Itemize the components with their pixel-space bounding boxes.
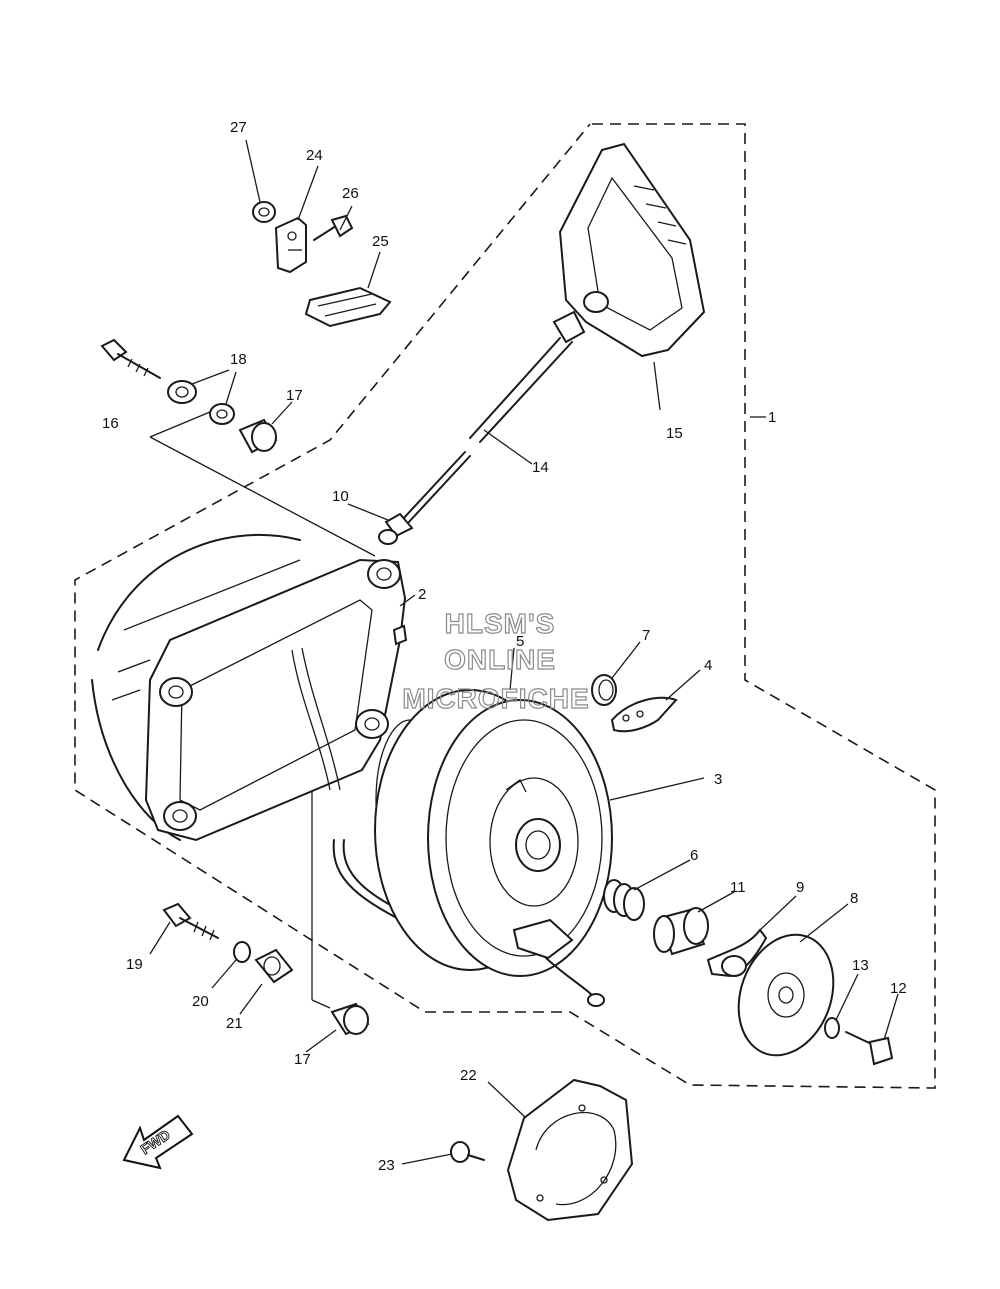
bolt-26 <box>313 214 354 241</box>
assembly-boundary <box>74 123 936 1089</box>
bracket-24 <box>274 216 307 274</box>
nut-27 <box>252 201 276 223</box>
callout-11: 11 <box>730 879 746 896</box>
bracket-22 <box>506 1078 634 1222</box>
callout-2: 2 <box>418 586 426 603</box>
callout-20: 20 <box>192 993 209 1010</box>
callout-13: 13 <box>852 957 869 974</box>
bolt-16 <box>100 338 161 379</box>
watermark: HLSM'S ONLINE MICROFICHE <box>402 607 590 714</box>
bolt-12 <box>845 1031 894 1066</box>
callout-3: 3 <box>714 771 722 788</box>
spring-6 <box>603 879 645 921</box>
callout-9: 9 <box>796 879 804 896</box>
callout-19: 19 <box>126 956 143 973</box>
washer-13 <box>824 1017 840 1039</box>
callout-24: 24 <box>306 147 323 164</box>
watermark-line-1: HLSM'S <box>445 608 556 639</box>
bolt-19 <box>162 902 219 941</box>
callout-6: 6 <box>690 847 698 864</box>
nut-21 <box>254 948 294 984</box>
callout-14: 14 <box>532 459 549 476</box>
callout-21: 21 <box>226 1015 243 1032</box>
callout-18: 18 <box>230 351 247 368</box>
starter-case-2 <box>91 533 408 842</box>
callout-15: 15 <box>666 425 683 442</box>
grommets-18 <box>167 369 237 425</box>
callout-8: 8 <box>850 890 858 907</box>
callout-5: 5 <box>516 633 524 650</box>
sheave-drum-3 <box>374 689 613 1007</box>
collar-17-upper <box>238 418 278 454</box>
collar-17-lower <box>330 1002 370 1036</box>
clip-25 <box>304 286 392 328</box>
callout-17-lower: 17 <box>294 1051 311 1068</box>
callout-labels: 1 2 3 4 5 6 7 8 9 10 11 12 13 14 15 16 1… <box>102 119 907 1174</box>
callout-22: 22 <box>460 1067 477 1084</box>
callout-7: 7 <box>642 627 650 644</box>
washer-20 <box>233 941 251 963</box>
starter-handle-15 <box>552 142 706 358</box>
callout-4: 4 <box>704 657 712 674</box>
watermark-line-2: ONLINE <box>444 644 556 675</box>
callout-16: 16 <box>102 415 119 432</box>
callout-17-upper: 17 <box>286 387 303 404</box>
callout-23: 23 <box>378 1157 395 1174</box>
rope-guide-10 <box>378 512 414 545</box>
pawl-spring-7 <box>591 674 617 706</box>
screw-23 <box>450 1141 485 1163</box>
starter-rope-14 <box>401 337 573 524</box>
pawl-4 <box>610 696 678 733</box>
leader-lines <box>149 139 899 1165</box>
callout-1: 1 <box>768 409 776 426</box>
callout-26: 26 <box>342 185 359 202</box>
callout-25: 25 <box>372 233 389 250</box>
callout-27: 27 <box>230 119 247 136</box>
friction-plate-9 <box>706 928 768 978</box>
callout-10: 10 <box>332 488 349 505</box>
watermark-line-3: MICROFICHE <box>402 683 589 714</box>
fwd-arrow-icon: FWD <box>122 1114 194 1170</box>
callout-12: 12 <box>890 980 907 997</box>
cover-plate-8 <box>737 933 835 1057</box>
bushing-11 <box>653 907 709 956</box>
